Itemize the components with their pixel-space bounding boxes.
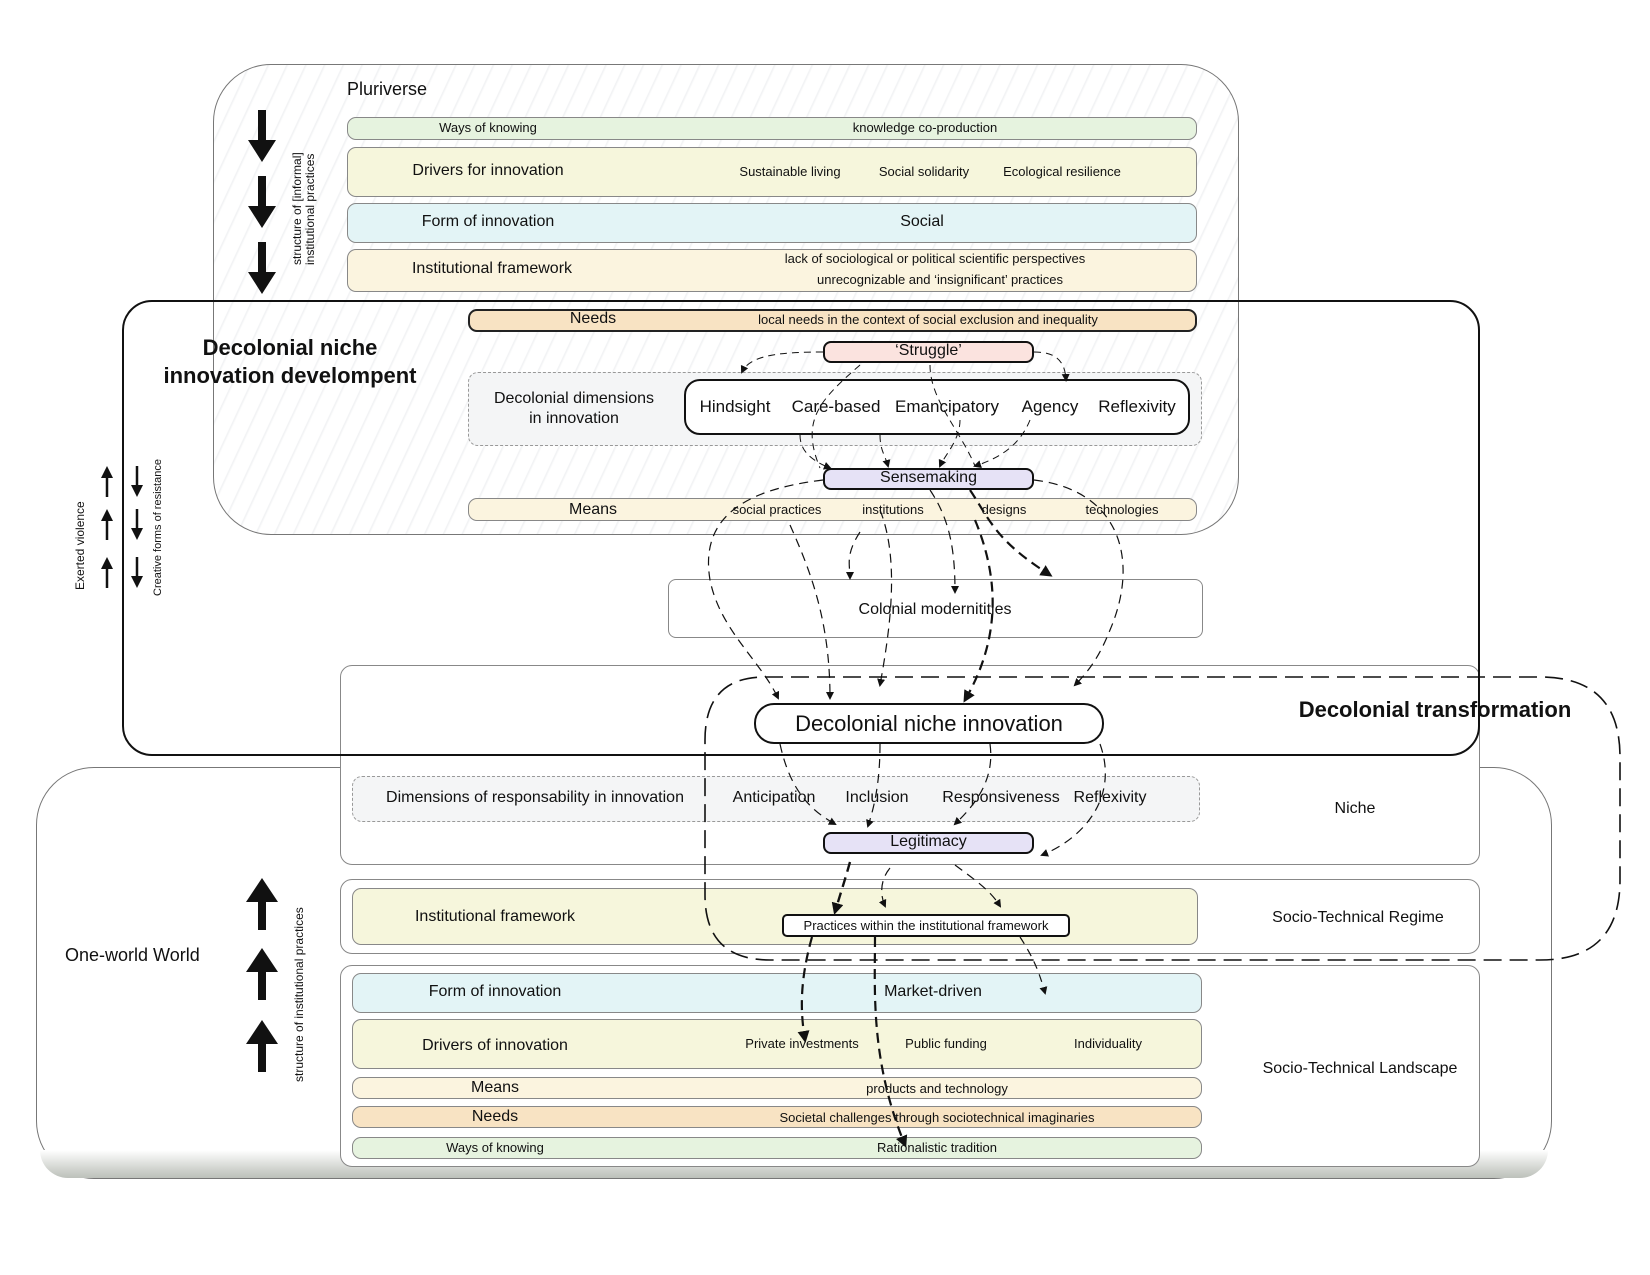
violence-resistance-arrows [101,466,143,588]
pluri-ways-value: knowledge co-production [852,120,998,135]
resp-reflexivity: Reflexivity [1073,789,1147,806]
pluri-institutional-bar [347,249,1197,292]
sensemaking-connectors [708,479,1124,700]
pluri-ways-bar [347,117,1197,140]
pluri-ways-label: Ways of knowing [439,120,537,135]
dim-emancipatory: Emancipatory [895,397,999,416]
pluri-driver-1: Sustainable living [739,164,841,179]
practices-label: Practices within the institutional frame… [803,918,1049,933]
land-needs-label: Needs [471,1108,519,1125]
transformation-region [704,676,1621,961]
one-world-up-arrows [246,878,278,1072]
decolonial-niche-innovation-box: Decolonial niche innovation [754,703,1104,744]
land-form-value: Market-driven [884,983,982,1000]
land-driver-2: Public funding [905,1036,987,1051]
regime-label: Socio-Technical Regime [1272,909,1444,926]
responsibility-dimensions-label: Dimensions of responsability in innovati… [386,789,684,806]
pluriverse-panel [213,64,1239,535]
means-value-1: social practices [732,502,822,517]
land-ways-label: Ways of knowing [446,1140,544,1155]
needs-bar [468,309,1197,332]
means-label: Means [568,501,618,518]
practices-box: Practices within the institutional frame… [782,914,1070,937]
needs-label: Needs [569,310,617,327]
regime-institutional-label: Institutional framework [414,908,576,925]
land-means-bar [352,1077,1202,1099]
land-drivers-label: Drivers of innovation [422,1037,568,1054]
one-world-title: One-world World [65,945,200,965]
sensemaking-box: Sensemaking [823,468,1034,490]
pluriverse-down-arrows [248,110,276,294]
land-form-label: Form of innovation [428,983,562,1000]
land-form-bar [352,973,1202,1013]
land-drivers-bar [352,1019,1202,1069]
dim-reflexivity: Reflexivity [1098,397,1176,416]
land-means-label: Means [470,1079,520,1096]
struggle-connectors [740,351,1070,469]
decolonial-dimensions-box [684,379,1190,435]
land-ways-bar [352,1137,1202,1159]
decolonial-niche-innovation-label: Decolonial niche innovation [795,711,1063,736]
responsibility-dimensions-area [352,776,1200,822]
pluriverse-title: Pluriverse [347,79,428,99]
legitimacy-label: Legitimacy [890,833,967,850]
niche-panel [340,665,1480,865]
regime-connectors [878,864,1002,908]
pluri-form-bar [347,203,1197,243]
pluri-institutional-line1: lack of sociological or political scient… [784,251,1086,266]
colonial-modernities-label: Colonial modernitities [858,601,1012,618]
needs-value: local needs in the context of social exc… [758,312,1098,327]
pluri-form-value: Social [900,213,944,230]
dim-care-based: Care-based [791,397,881,416]
resp-anticipation: Anticipation [732,789,816,806]
landscape-label: Socio-Technical Landscape [1262,1060,1458,1077]
pluri-institutional-line2: unrecognizable and ‘insignificant’ pract… [817,272,1063,287]
decolonial-transformation-title: Decolonial transformation [1298,697,1572,722]
legitimacy-box: Legitimacy [823,832,1034,854]
land-means-value: products and technology [866,1081,1008,1096]
pluri-form-label: Form of innovation [421,213,555,230]
landscape-connectors [797,936,908,1148]
pluri-institutional-label: Institutional framework [411,260,573,277]
dim-agency: Agency [1021,397,1079,416]
land-driver-1: Private investments [745,1036,859,1051]
means-bar [468,498,1197,521]
means-value-3: designs [981,502,1027,517]
niche-development-panel [122,300,1480,756]
colonial-modernities-box [668,579,1203,638]
land-needs-value: Societal challenges through sociotechnic… [779,1110,1095,1125]
struggle-label: ‘Struggle’ [895,342,962,359]
pluri-driver-3: Ecological resilience [1003,164,1121,179]
pluri-drivers-label: Drivers for innovation [412,162,564,179]
dim-hindsight: Hindsight [699,397,771,416]
sensemaking-label: Sensemaking [880,469,977,486]
struggle-box: ‘Struggle’ [823,341,1034,363]
land-needs-bar [352,1106,1202,1128]
pluri-driver-2: Social solidarity [878,164,970,179]
resp-responsiveness: Responsiveness [942,789,1060,806]
sensemaking-bold-connectors [963,489,1053,703]
land-driver-3: Individuality [1074,1036,1142,1051]
legitimacy-connectors [779,743,1106,857]
pluri-drivers-bar [347,147,1197,197]
regime-bold-connector [831,861,852,915]
dimension-connectors [799,419,1031,470]
means-value-2: institutions [862,502,924,517]
niche-label: Niche [1334,800,1376,817]
resp-inclusion: Inclusion [845,789,909,806]
